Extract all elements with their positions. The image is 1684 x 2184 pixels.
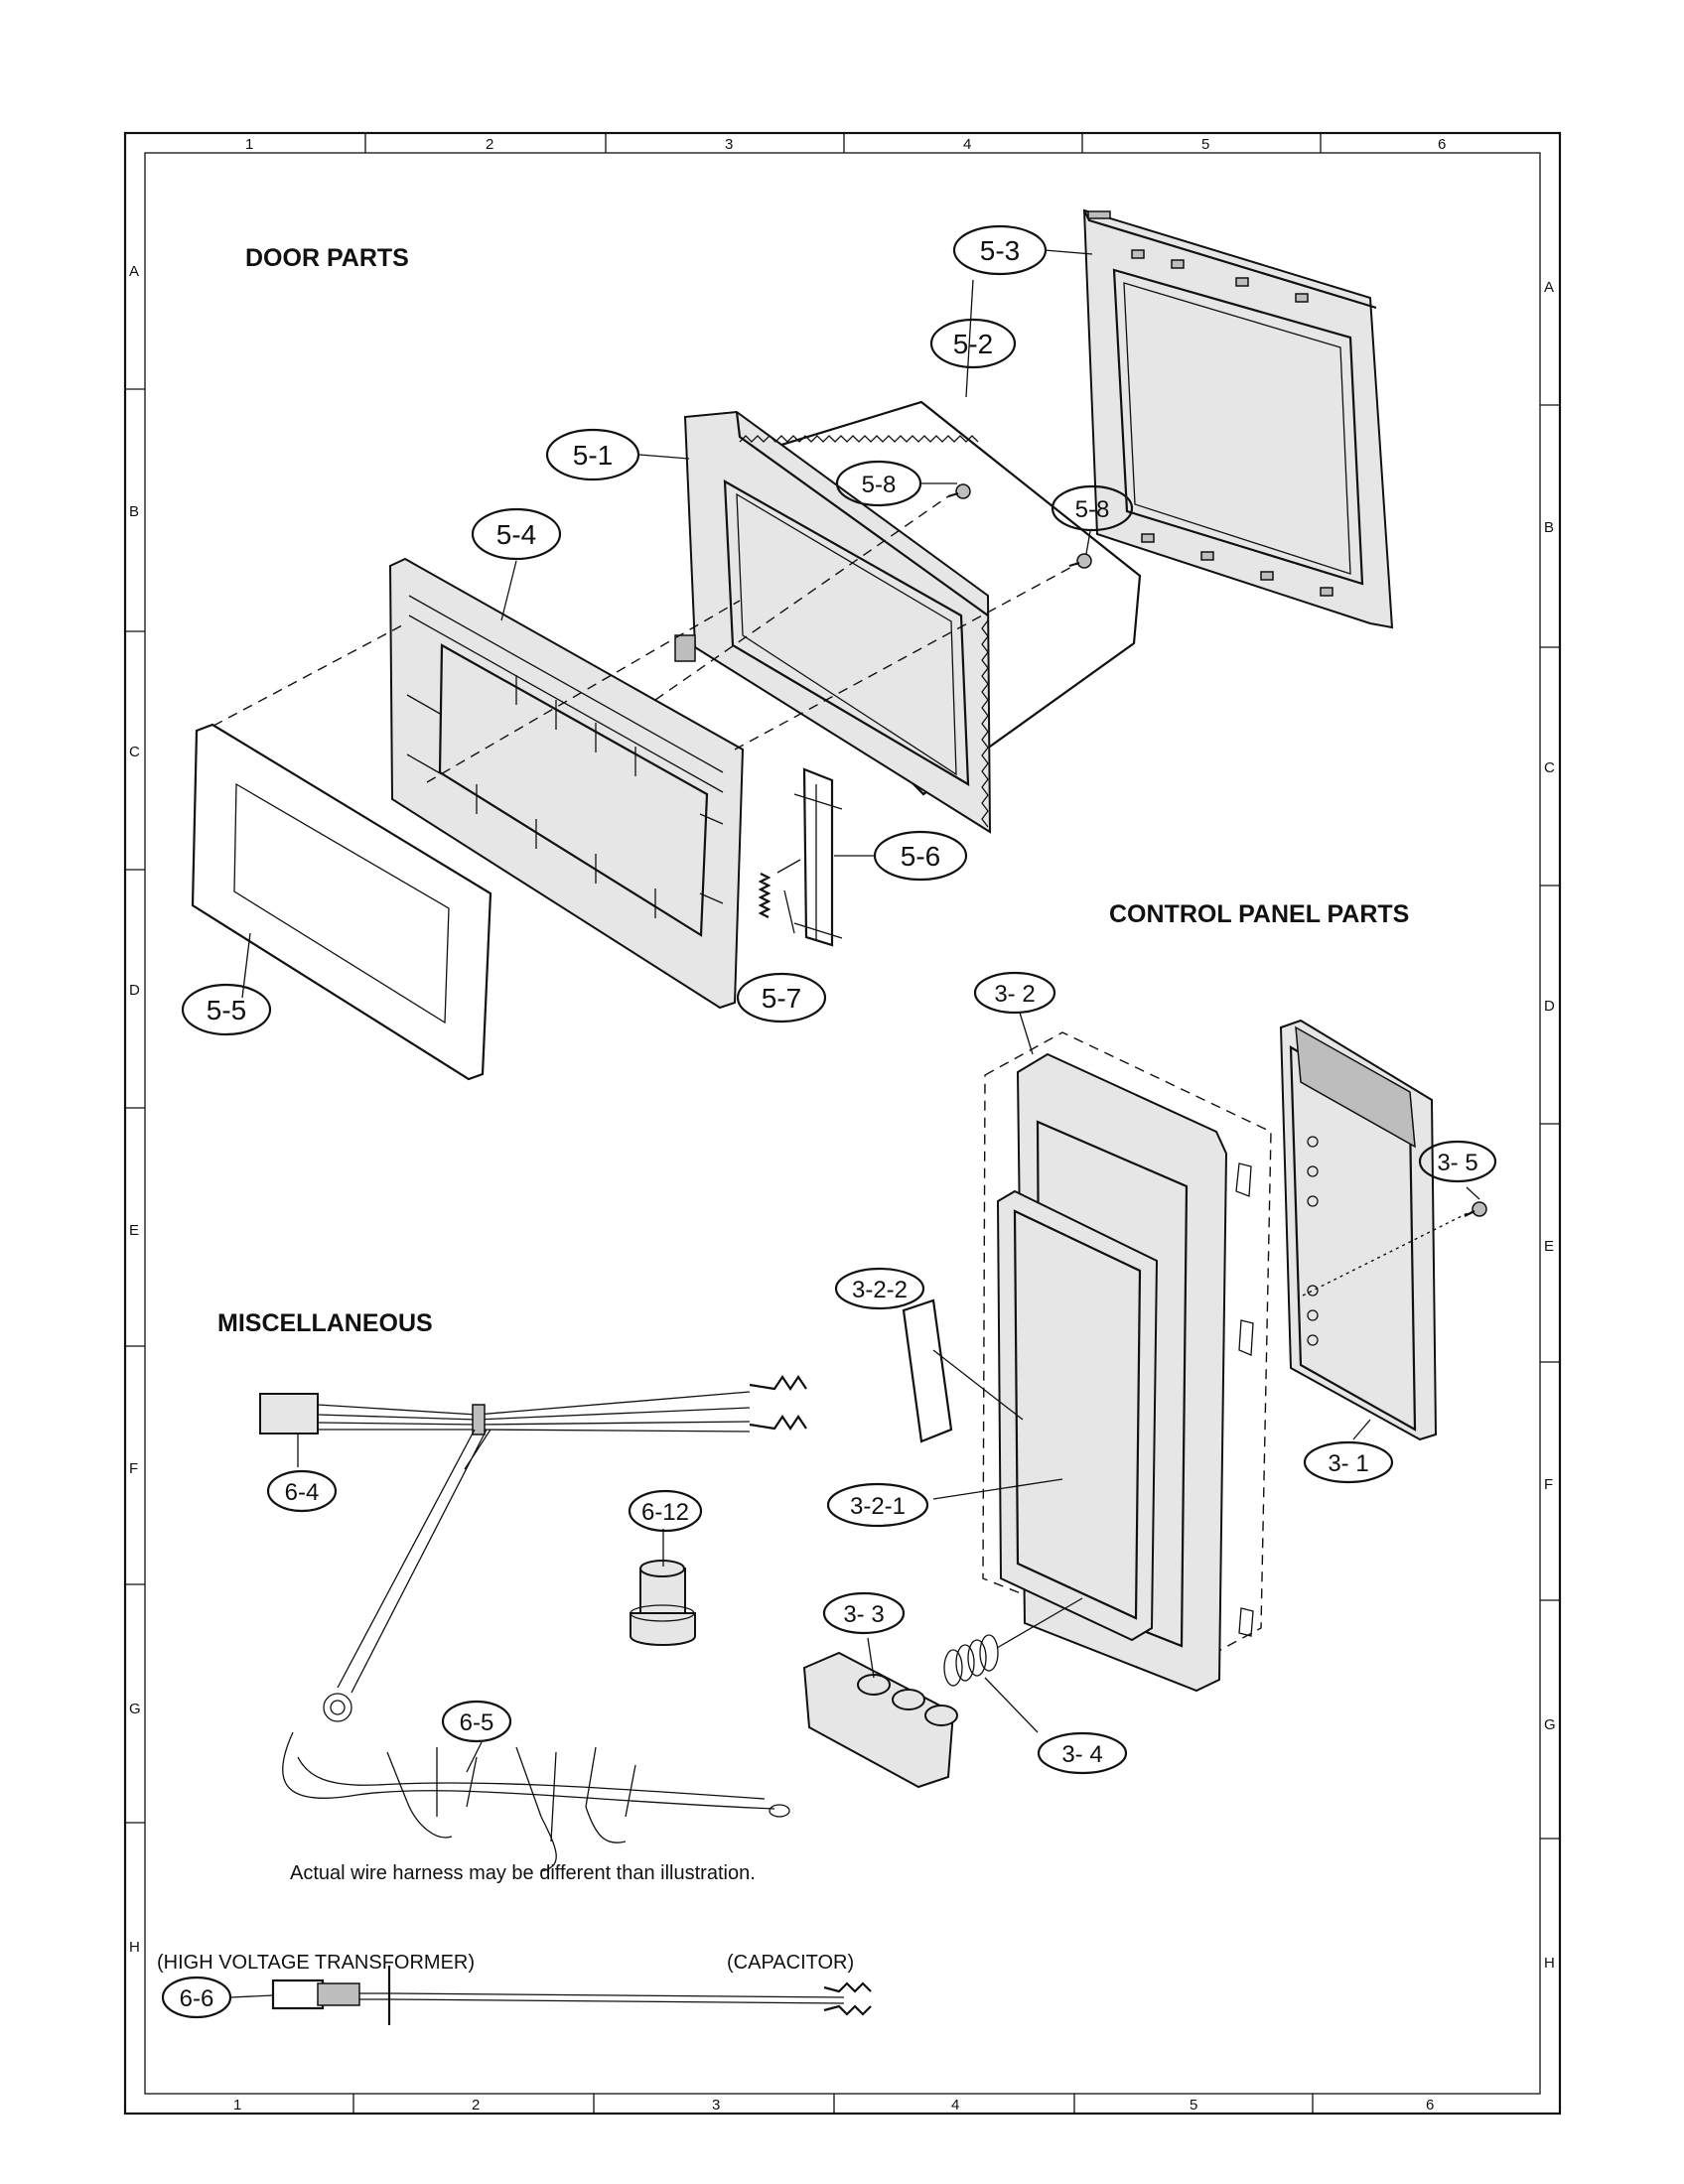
grid-row-right-g: G — [1544, 1716, 1556, 1733]
grid-row-right-h: H — [1544, 1955, 1555, 1972]
callout-label-3-5: 3- 5 — [1437, 1150, 1477, 1176]
callout-label-6-4: 6-4 — [285, 1479, 320, 1506]
callout-6-4: 6-4 — [266, 1469, 338, 1513]
grid-col-top-3: 3 — [725, 136, 733, 153]
grid-row-left-d: D — [129, 982, 140, 999]
callout-5-7: 5-7 — [736, 972, 827, 1024]
grid-row-left-h: H — [129, 1939, 140, 1956]
grid-col-top-4: 4 — [963, 136, 971, 153]
grid-col-bottom-2: 2 — [472, 2097, 480, 2114]
callout-label-6-12: 6-12 — [641, 1499, 689, 1526]
callout-label-6-5: 6-5 — [460, 1709, 494, 1736]
callout-label-5-5: 5-5 — [207, 995, 246, 1025]
callout-label-3-2: 3- 2 — [994, 981, 1035, 1008]
part-3-2-2-label — [902, 1298, 953, 1443]
callout-5-4: 5-4 — [471, 507, 562, 561]
section-title-door-parts: DOOR PARTS — [245, 244, 409, 272]
grid-row-right-c: C — [1544, 759, 1555, 776]
callout-3-2-1: 3-2-1 — [826, 1482, 929, 1528]
callout-label-3-4: 3- 4 — [1061, 1741, 1102, 1768]
callout-5-2: 5-2 — [929, 318, 1017, 369]
callout-5-6: 5-6 — [873, 830, 968, 882]
callout-3-2-2: 3-2-2 — [834, 1267, 925, 1310]
hv-transformer-note: (HIGH VOLTAGE TRANSFORMER) — [157, 1952, 475, 1974]
callout-5-1: 5-1 — [545, 428, 640, 481]
part-5-1-door-panel — [674, 410, 992, 834]
grid-col-bottom-1: 1 — [233, 2097, 241, 2114]
sheet-frame — [123, 131, 1562, 2116]
callout-5-3: 5-3 — [952, 224, 1048, 276]
part-6-5-wire-harness — [282, 1731, 790, 1872]
section-title-miscellaneous: MISCELLANEOUS — [217, 1309, 433, 1337]
callout-3-2: 3- 2 — [973, 971, 1056, 1015]
part-5-7-latch-spring — [758, 873, 772, 918]
callout-3-5: 3- 5 — [1418, 1140, 1497, 1183]
callout-5-8-a: 5-8 — [835, 460, 922, 507]
grid-row-left-e: E — [129, 1222, 139, 1239]
grid-row-left-f: F — [129, 1460, 138, 1477]
part-3-4-spring — [943, 1634, 999, 1687]
callout-label-5-8-b: 5-8 — [1075, 496, 1110, 523]
callout-label-3-3: 3- 3 — [843, 1601, 884, 1628]
grid-row-left-b: B — [129, 503, 139, 520]
callout-label-5-8-a: 5-8 — [862, 472, 897, 498]
callout-label-5-2: 5-2 — [953, 329, 993, 359]
section-title-control-panel-parts: CONTROL PANEL PARTS — [1109, 900, 1409, 928]
part-6-6-high-voltage-wire — [229, 1966, 872, 2025]
callout-5-8-b: 5-8 — [1051, 484, 1134, 532]
grid-col-top-6: 6 — [1438, 136, 1446, 153]
callout-6-5: 6-5 — [441, 1700, 512, 1743]
part-5-3-choke-cover — [1082, 208, 1394, 629]
part-5-5-door-cover — [191, 723, 492, 1081]
part-3-1-control-unit — [1279, 1019, 1438, 1441]
callout-label-5-6: 5-6 — [901, 841, 940, 872]
part-6-12-terminal-cap — [630, 1560, 696, 1646]
part-5-6-latch-head — [793, 767, 843, 947]
grid-col-top-2: 2 — [486, 136, 493, 153]
grid-row-left-c: C — [129, 744, 140, 760]
callout-3-1: 3- 1 — [1303, 1440, 1394, 1484]
part-3-3-open-button — [802, 1651, 958, 1789]
callout-label-3-2-1: 3-2-1 — [850, 1493, 906, 1520]
part-3-5-screw — [1464, 1201, 1487, 1217]
callout-6-6: 6-6 — [161, 1976, 232, 2019]
callout-3-4: 3- 4 — [1037, 1731, 1128, 1775]
callout-label-5-4: 5-4 — [496, 519, 536, 550]
callout-5-5: 5-5 — [181, 983, 272, 1036]
part-3-2-1-key-unit — [996, 1189, 1159, 1642]
callout-label-6-6: 6-6 — [180, 1985, 214, 2012]
grid-col-bottom-4: 4 — [951, 2097, 959, 2114]
callout-label-5-1: 5-1 — [573, 440, 613, 471]
grid-col-bottom-6: 6 — [1426, 2097, 1434, 2114]
misc-leader-lines — [297, 1433, 664, 1773]
grid-row-right-d: D — [1544, 998, 1555, 1015]
grid-col-top-1: 1 — [245, 136, 253, 153]
grid-col-bottom-5: 5 — [1190, 2097, 1197, 2114]
grid-col-top-5: 5 — [1201, 136, 1209, 153]
callout-3-3: 3- 3 — [822, 1591, 906, 1635]
grid-row-right-b: B — [1544, 519, 1554, 536]
grid-row-right-a: A — [1544, 279, 1554, 296]
grid-row-left-g: G — [129, 1701, 141, 1717]
callout-label-5-3: 5-3 — [980, 235, 1020, 266]
part-5-4-door-frame — [388, 557, 745, 1010]
grid-col-bottom-3: 3 — [712, 2097, 720, 2114]
callout-6-12: 6-12 — [628, 1489, 703, 1533]
part-6-4-wire-harness — [259, 1375, 807, 1722]
grid-row-right-e: E — [1544, 1238, 1554, 1255]
callout-label-5-7: 5-7 — [762, 983, 801, 1014]
callout-label-3-1: 3- 1 — [1328, 1450, 1368, 1477]
part-5-8-screw-a — [947, 483, 971, 499]
grid-row-right-f: F — [1544, 1476, 1553, 1493]
grid-row-left-a: A — [129, 263, 139, 280]
harness-note: Actual wire harness may be different tha… — [290, 1862, 756, 1884]
capacitor-note: (CAPACITOR) — [727, 1952, 854, 1974]
part-5-8-screw-b — [1068, 553, 1092, 569]
door-leader-lines — [212, 249, 1093, 999]
control-leader-lines — [867, 1012, 1480, 1733]
callout-label-3-2-2: 3-2-2 — [852, 1277, 908, 1303]
